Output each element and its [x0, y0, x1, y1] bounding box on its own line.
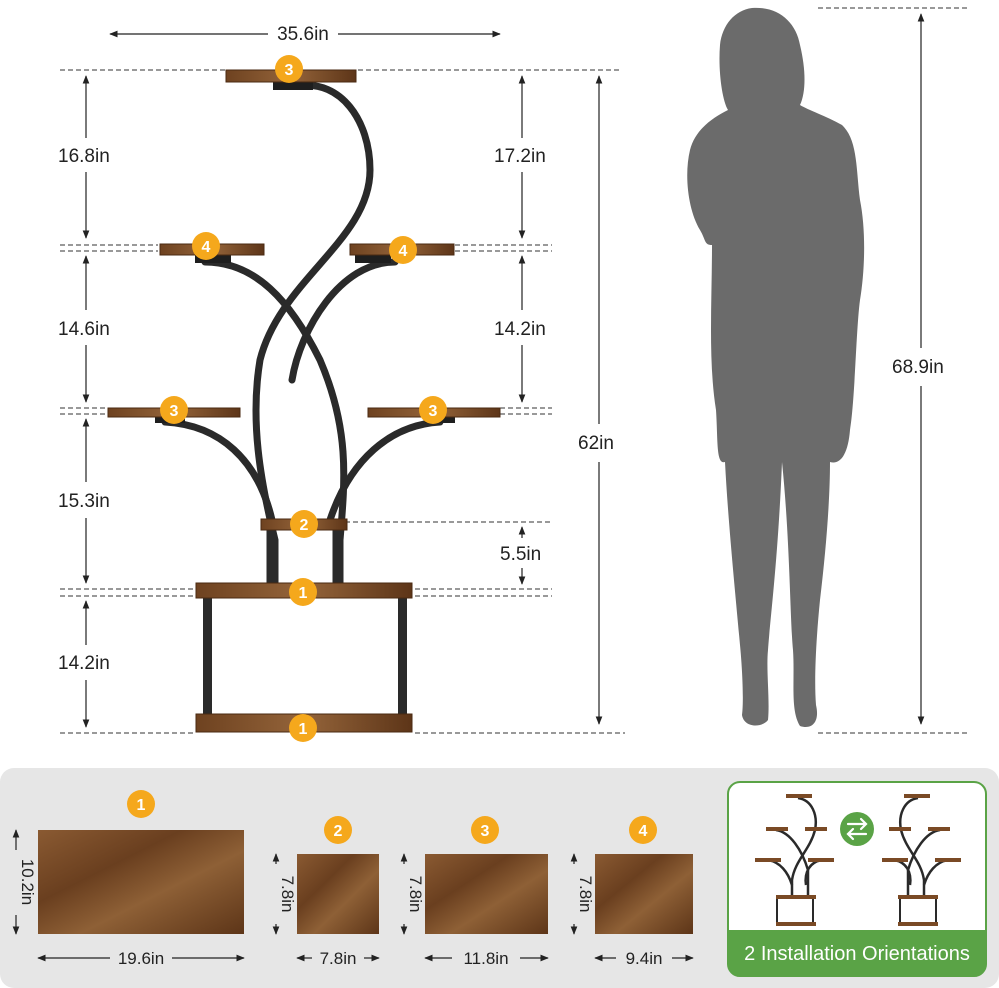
shelf-4-width: 9.4in: [626, 949, 663, 968]
badge-small-shelf: 2: [290, 510, 318, 538]
shelf-spec-3: 3 11.8in 7.8in: [400, 816, 549, 968]
shelf-2-swatch: [297, 854, 379, 934]
shelf-2-depth: 7.8in: [278, 876, 297, 913]
person-height-label: 68.9in: [892, 357, 944, 378]
svg-text:4: 4: [399, 243, 408, 260]
top-gap-right-label: 17.2in: [494, 146, 546, 167]
shelf-spec-2: 2 7.8in 7.8in: [272, 816, 380, 968]
badge-upper-right-shelf: 4: [389, 236, 417, 264]
badge-mid-left-shelf: 3: [160, 396, 188, 424]
shelf-spec-3-badge: 3: [481, 823, 490, 840]
svg-text:1: 1: [299, 721, 308, 738]
orientation-card: 2 Installation Orientations: [727, 781, 987, 977]
shelf-2-width: 7.8in: [320, 949, 357, 968]
shelf-3-depth: 7.8in: [406, 876, 425, 913]
mini-stand-left-shelves: [755, 794, 834, 926]
mid-gap-right-label: 14.2in: [494, 319, 546, 340]
lower-gap-left-label: 15.3in: [58, 491, 110, 512]
svg-text:4: 4: [202, 239, 211, 256]
shelf-1-width: 19.6in: [118, 949, 164, 968]
base-gap-label: 14.2in: [58, 653, 110, 674]
reference-lines: [60, 7, 968, 734]
shelf-3-width: 11.8in: [463, 949, 508, 968]
small-shelf-gap-label: 5.5in: [500, 544, 541, 565]
orientation-banner: 2 Installation Orientations: [744, 943, 970, 965]
svg-text:3: 3: [285, 62, 294, 79]
shelf-1-swatch: [38, 830, 244, 934]
swap-arrows-icon: [840, 812, 874, 846]
shelf-badges: 3 4 4 3 3 2 1 1: [160, 55, 447, 742]
person-silhouette: [687, 7, 865, 728]
svg-text:1: 1: [299, 585, 308, 602]
shelf-spec-4-badge: 4: [639, 823, 648, 840]
shelf-spec-4: 4 9.4in 7.8in: [570, 816, 694, 968]
shelf-spec-1-badge: 1: [137, 797, 146, 814]
dimension-arrows: [82, 13, 925, 728]
top-gap-left-label: 16.8in: [58, 146, 110, 167]
svg-text:3: 3: [170, 403, 179, 420]
shelf-spec-panel: 1 19.6in 10.2in 2 7.8in 7.8in 3: [0, 768, 999, 988]
mid-gap-left-label: 14.6in: [58, 319, 110, 340]
overall-height-label: 62in: [578, 433, 614, 454]
mini-stand-right-shelves: [882, 794, 961, 926]
shelf-spec-1: 1 19.6in 10.2in: [12, 790, 245, 968]
shelf-3-swatch: [425, 854, 548, 934]
shelf-spec-2-badge: 2: [334, 823, 343, 840]
base-frame: [203, 597, 407, 721]
svg-text:2: 2: [300, 517, 309, 534]
total-width-label: 35.6in: [277, 24, 329, 45]
shelf-4-swatch: [595, 854, 693, 934]
badge-base-bottom-shelf: 1: [289, 714, 317, 742]
shelf-4-depth: 7.8in: [576, 876, 595, 913]
badge-mid-right-shelf: 3: [419, 396, 447, 424]
badge-upper-left-shelf: 4: [192, 232, 220, 260]
metal-frame: [161, 81, 444, 589]
badge-top-shelf: 3: [275, 55, 303, 83]
svg-text:3: 3: [429, 403, 438, 420]
shelf-1-depth: 10.2in: [18, 859, 37, 905]
badge-base-top-shelf: 1: [289, 578, 317, 606]
